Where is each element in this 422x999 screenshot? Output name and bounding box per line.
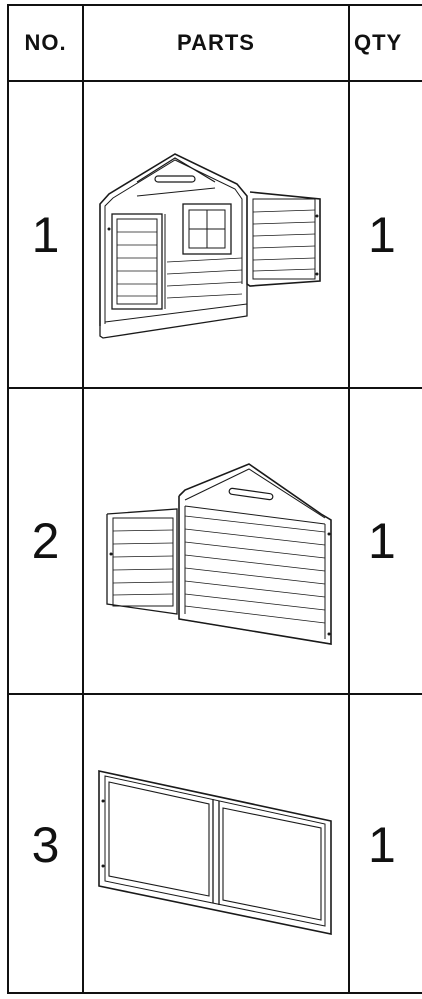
row-1-qty: 1 xyxy=(368,206,396,263)
row-2-qty: 1 xyxy=(368,513,396,569)
parts-table: NO. PARTS QTY 1 1 xyxy=(7,4,422,996)
front-wall-panel-with-window-and-door-icon xyxy=(99,153,321,339)
row-3-qty: 1 xyxy=(368,816,396,873)
column-divider xyxy=(82,4,84,994)
header-divider xyxy=(7,80,422,82)
header-parts: PARTS xyxy=(177,30,255,55)
row-1-number: 1 xyxy=(31,206,60,263)
header-qty: QTY xyxy=(354,30,403,55)
table-frame xyxy=(7,4,422,994)
row-2-number: 2 xyxy=(31,513,60,569)
wire-mesh-panel-icon xyxy=(98,770,332,935)
row-3-number: 3 xyxy=(31,816,60,873)
header-no: NO. xyxy=(24,30,67,55)
back-wall-panel-icon xyxy=(106,463,332,645)
row-divider xyxy=(7,387,422,389)
row-divider xyxy=(7,693,422,695)
column-divider xyxy=(348,4,350,994)
